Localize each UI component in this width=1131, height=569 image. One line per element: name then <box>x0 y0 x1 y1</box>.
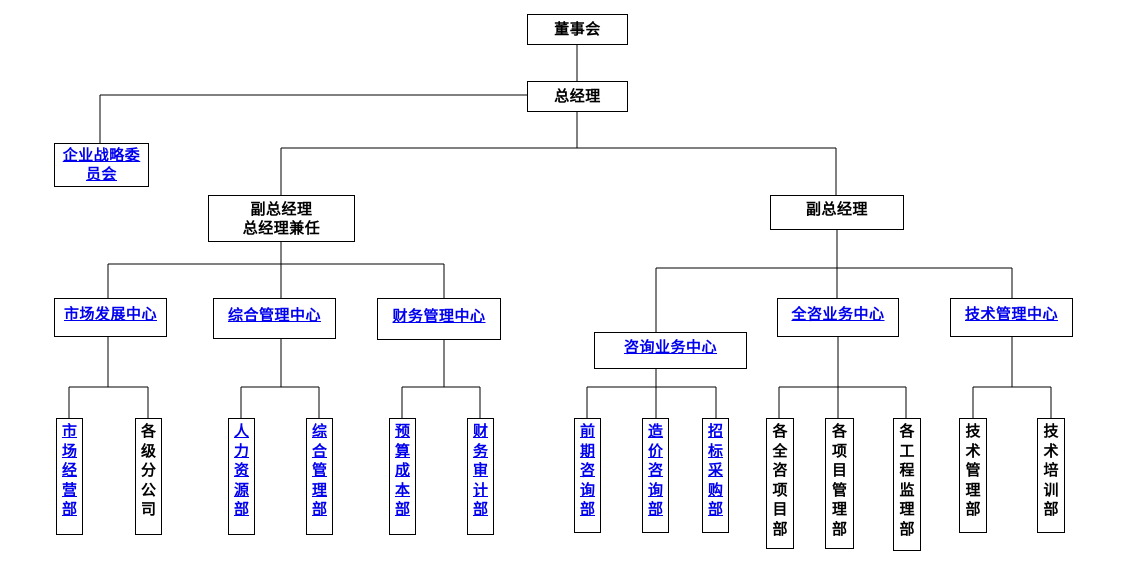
branches-label: 各级分公司 <box>140 422 156 518</box>
strategy-committee-line2: 员会 <box>85 165 117 183</box>
training-dept-box: 技术培训部 <box>1037 418 1065 533</box>
finance-mgmt-center-box: 财务管理中心 <box>377 298 501 340</box>
consulting-center-link[interactable]: 咨询业务中心 <box>623 338 717 356</box>
budget-dept-link[interactable]: 预算成本部 <box>394 422 410 518</box>
deputy-gm-right-label: 副总经理 <box>805 200 868 218</box>
full-consulting-projects-label: 各全咨项目部 <box>772 422 788 538</box>
board-box: 董事会 <box>527 14 628 45</box>
connectors <box>68 44 1052 418</box>
market-dev-center-box: 市场发展中心 <box>54 298 167 337</box>
general-mgmt-center-box: 综合管理中心 <box>213 298 336 339</box>
hr-dept-link[interactable]: 人力资源部 <box>233 422 249 518</box>
full-consulting-projects-box: 各全咨项目部 <box>766 418 794 549</box>
tech-dept-label: 技术管理部 <box>965 422 981 518</box>
general-manager-box: 总经理 <box>527 81 628 112</box>
preliminary-dept-box: 前期咨询部 <box>574 418 601 533</box>
consulting-center-box: 咨询业务中心 <box>594 332 747 369</box>
admin-dept-link[interactable]: 综合管理部 <box>311 422 327 518</box>
strategy-committee-box: 企业战略委 员会 <box>54 143 149 187</box>
bidding-dept-box: 招标采购部 <box>702 418 729 533</box>
full-consulting-center-link[interactable]: 全咨业务中心 <box>791 305 885 323</box>
finance-mgmt-center-link[interactable]: 财务管理中心 <box>392 306 486 325</box>
bidding-dept-link[interactable]: 招标采购部 <box>707 422 723 518</box>
hr-dept-box: 人力资源部 <box>228 418 255 535</box>
full-consulting-center-box: 全咨业务中心 <box>777 298 899 337</box>
branches-box: 各级分公司 <box>135 418 162 535</box>
deputy-gm-left-line1: 副总经理 <box>250 199 313 218</box>
strategy-committee-line1: 企业战略委 <box>62 146 141 164</box>
deputy-gm-right-box: 副总经理 <box>770 195 904 230</box>
general-manager-label: 总经理 <box>554 87 601 105</box>
audit-dept-link[interactable]: 财务审计部 <box>472 422 488 518</box>
supervision-box: 各工程监理部 <box>893 418 921 551</box>
board-label: 董事会 <box>554 20 601 38</box>
cost-dept-link[interactable]: 造价咨询部 <box>647 422 663 518</box>
tech-mgmt-center-box: 技术管理中心 <box>950 298 1073 337</box>
cost-dept-box: 造价咨询部 <box>642 418 669 533</box>
tech-mgmt-center-link[interactable]: 技术管理中心 <box>964 305 1058 323</box>
project-mgmt-box: 各项目管理部 <box>825 418 854 549</box>
strategy-committee-link[interactable]: 企业战略委 员会 <box>63 146 141 184</box>
tech-dept-box: 技术管理部 <box>959 418 987 533</box>
supervision-label: 各工程监理部 <box>899 422 915 538</box>
preliminary-dept-link[interactable]: 前期咨询部 <box>579 422 595 518</box>
deputy-gm-left-line2: 总经理兼任 <box>242 218 321 237</box>
market-ops-dept-link[interactable]: 市场经营部 <box>61 422 77 518</box>
admin-dept-box: 综合管理部 <box>306 418 333 535</box>
project-mgmt-label: 各项目管理部 <box>831 422 847 538</box>
budget-dept-box: 预算成本部 <box>389 418 416 535</box>
deputy-gm-left-box: 副总经理 总经理兼任 <box>208 195 355 242</box>
training-dept-label: 技术培训部 <box>1043 422 1059 518</box>
market-ops-dept-box: 市场经营部 <box>56 418 83 535</box>
general-mgmt-center-link[interactable]: 综合管理中心 <box>227 306 321 324</box>
market-dev-center-link[interactable]: 市场发展中心 <box>63 305 157 323</box>
audit-dept-box: 财务审计部 <box>467 418 494 535</box>
